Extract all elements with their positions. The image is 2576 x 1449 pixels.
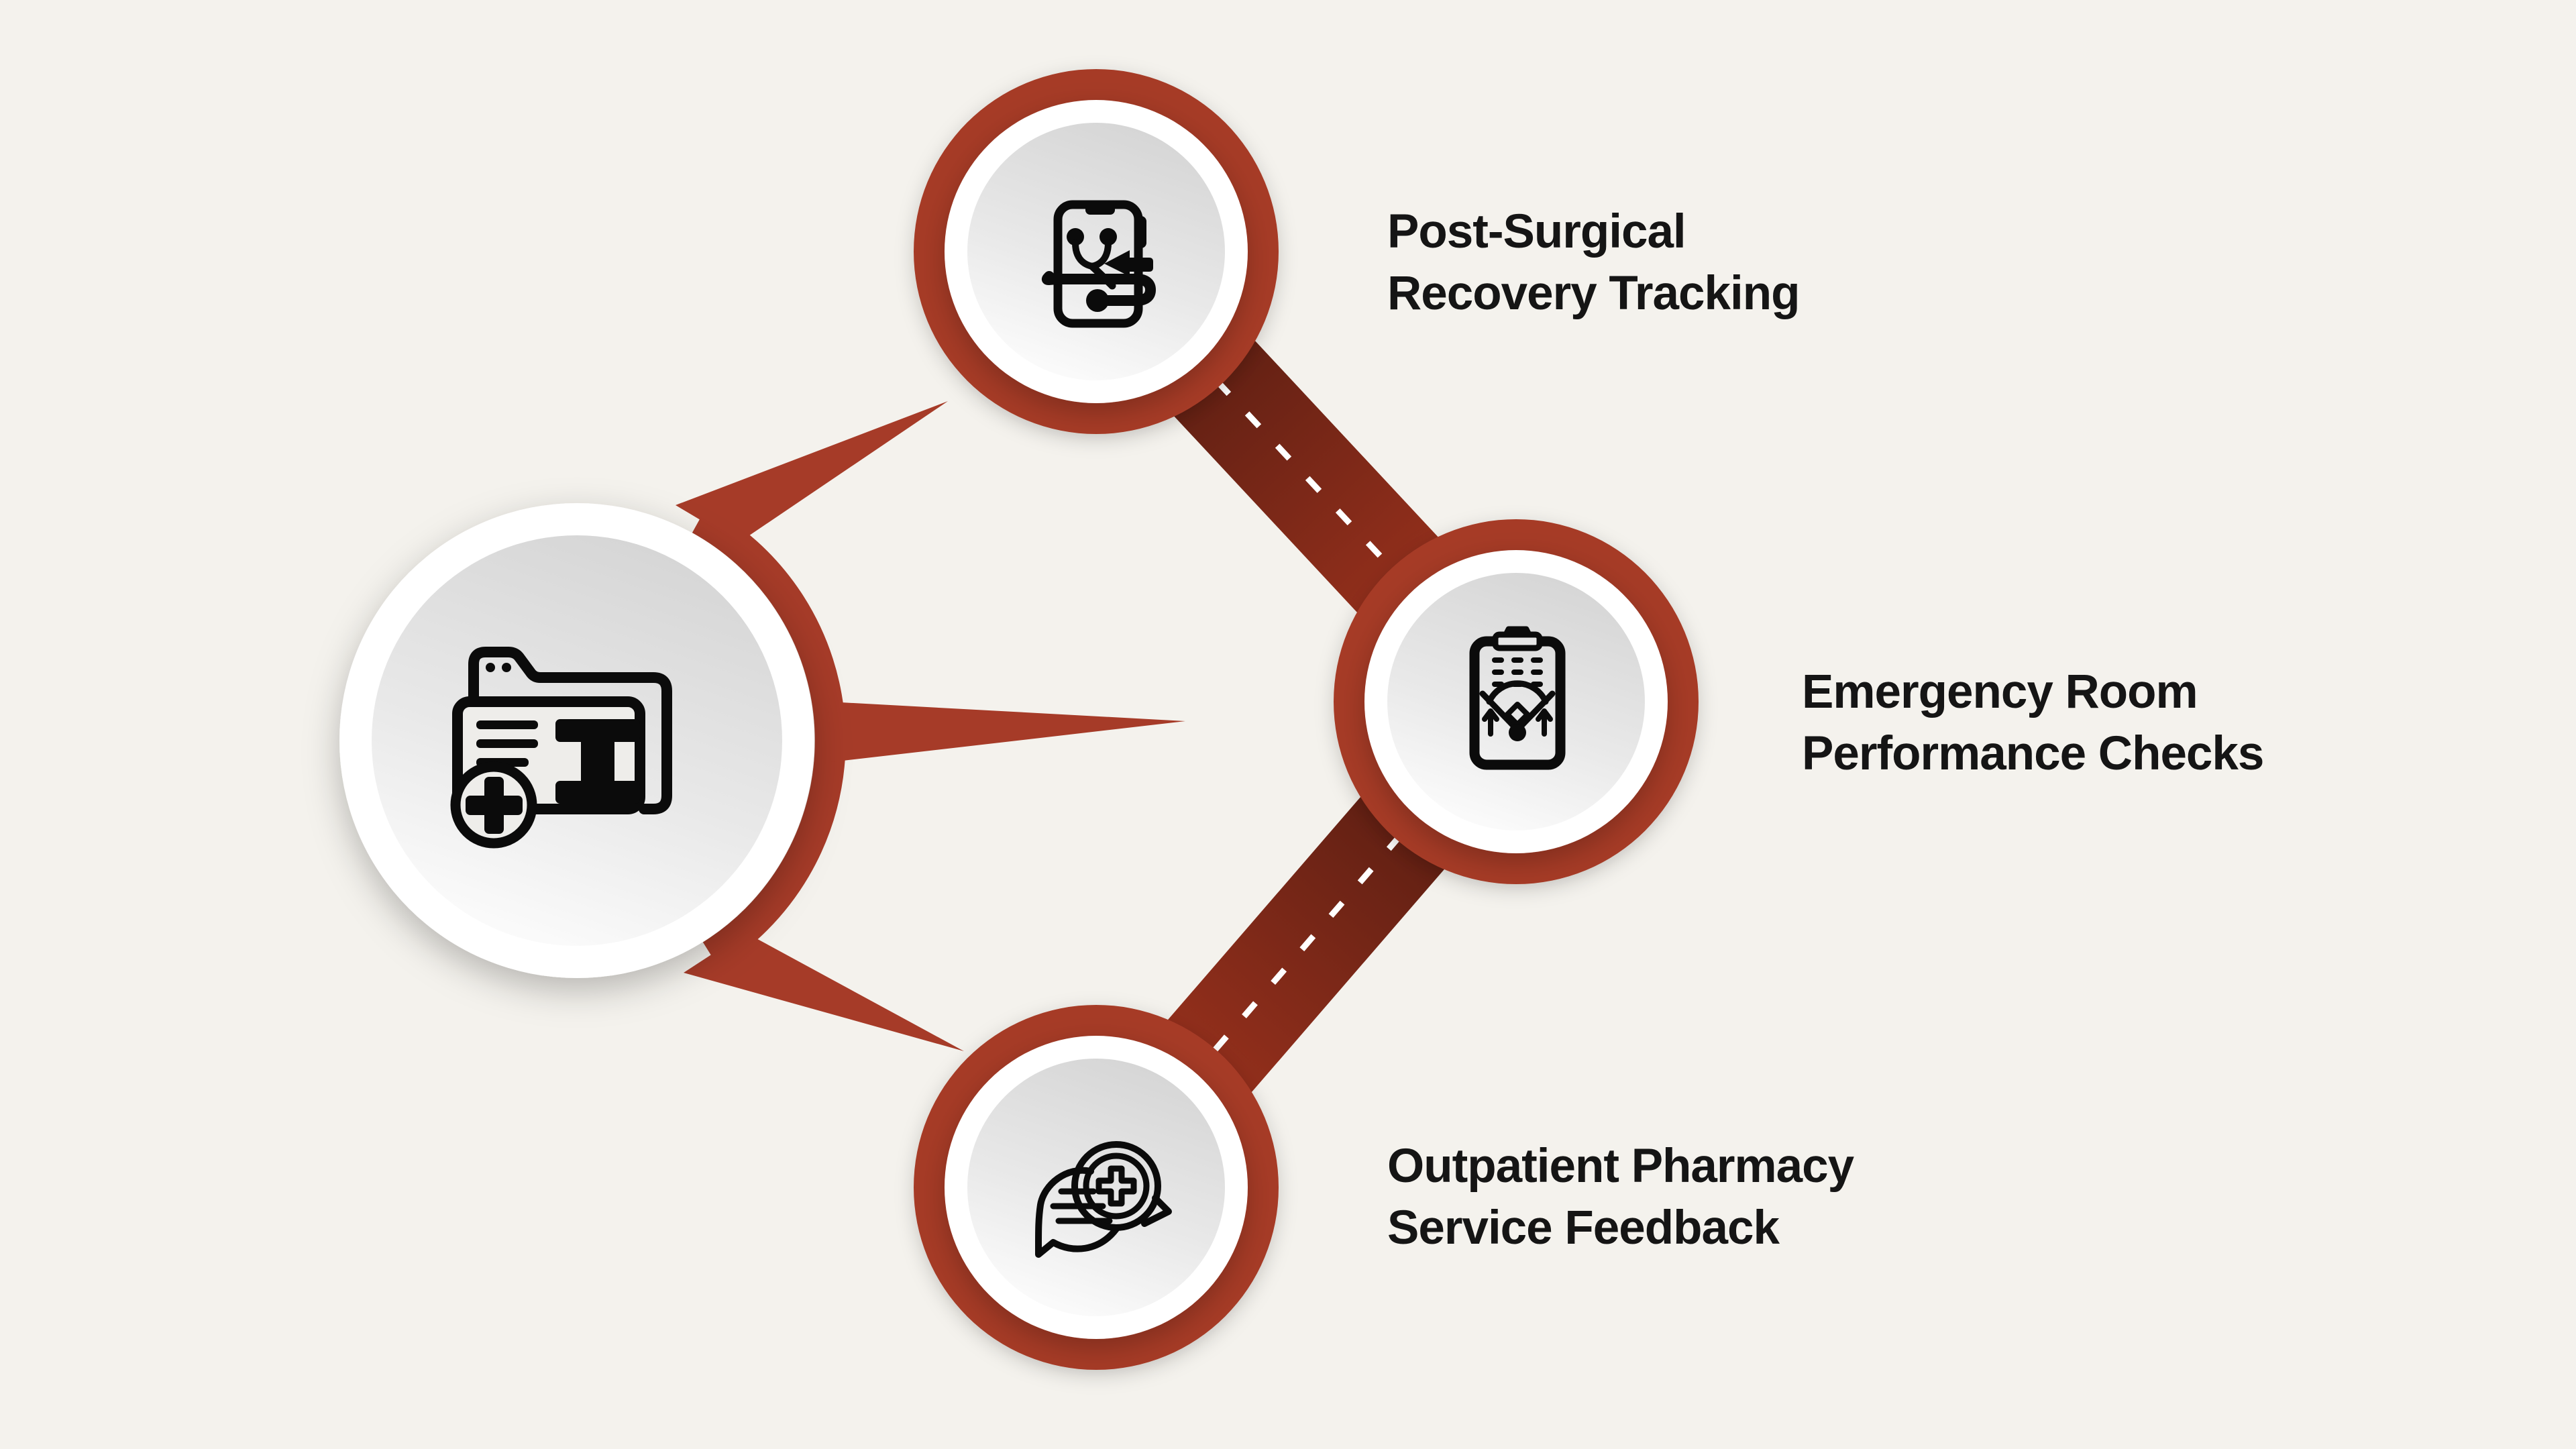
label-outpatient-pharmacy-feedback: Outpatient Pharmacy Service Feedback — [1387, 1140, 1854, 1254]
label-post-surgical-recovery: Post-Surgical Recovery Tracking — [1387, 205, 1800, 320]
phone-stethoscope-icon — [1041, 200, 1156, 328]
label-emergency-room-performance: Emergency Room Performance Checks — [1802, 665, 2264, 780]
hub-rays — [676, 401, 1185, 1051]
ray-spike-bottom — [684, 932, 964, 1051]
node-post-surgical-recovery — [914, 69, 1279, 434]
hub-node — [339, 503, 814, 978]
node-outpatient-pharmacy-feedback — [914, 1005, 1279, 1370]
medical-records-folder-icon — [450, 647, 672, 849]
ray-spike-top — [676, 401, 948, 543]
chat-medical-cross-icon — [1035, 1141, 1172, 1258]
ray-spike-middle — [828, 702, 1185, 762]
node-emergency-room-performance — [1334, 519, 1699, 884]
clipboard-gauge-icon — [1469, 626, 1566, 770]
